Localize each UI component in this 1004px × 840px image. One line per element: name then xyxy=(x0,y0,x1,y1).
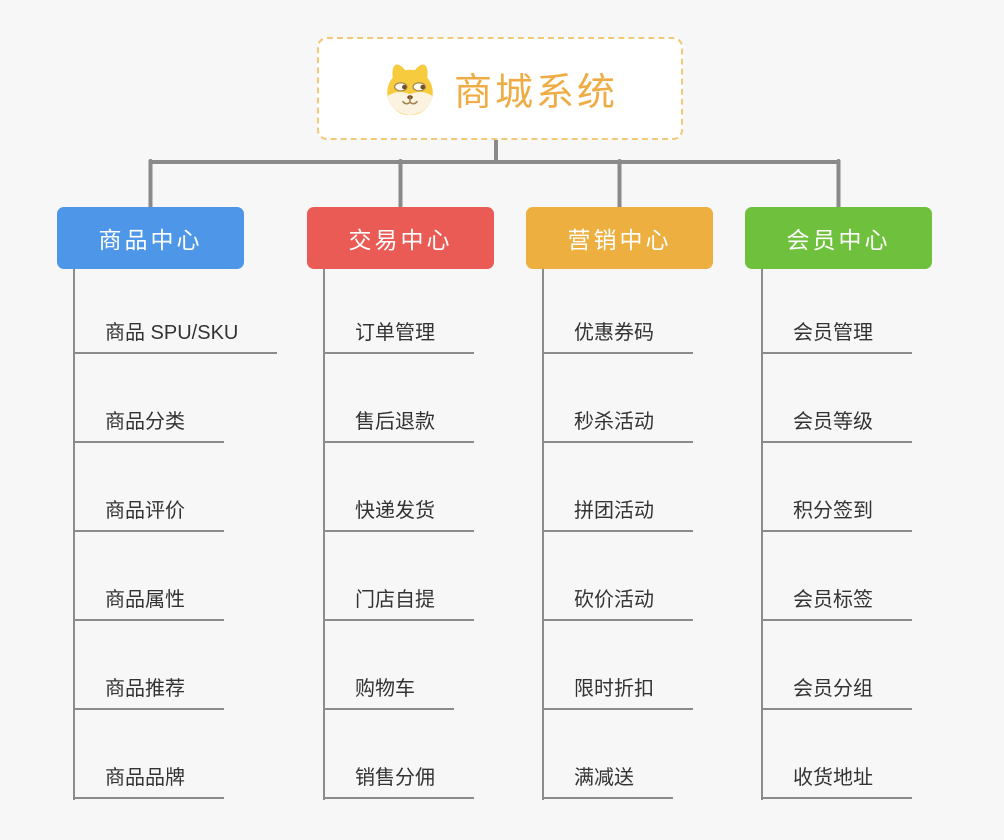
branch-items: 优惠券码秒杀活动拼团活动砍价活动限时折扣满减送 xyxy=(542,265,693,799)
leaf-node[interactable]: 满减送 xyxy=(542,710,673,799)
leaf-node[interactable]: 商品 SPU/SKU xyxy=(73,265,278,354)
leaf-node[interactable]: 售后退款 xyxy=(323,354,474,443)
leaf-node[interactable]: 商品品牌 xyxy=(73,710,224,799)
branch-node-3[interactable]: 营销中心 xyxy=(526,207,713,269)
branch-items: 订单管理售后退款快递发货门店自提购物车销售分佣 xyxy=(323,265,474,799)
leaf-node[interactable]: 会员标签 xyxy=(761,532,912,621)
leaf-node[interactable]: 门店自提 xyxy=(323,532,474,621)
branch-items: 会员管理会员等级积分签到会员标签会员分组收货地址 xyxy=(761,265,912,799)
leaf-node[interactable]: 会员管理 xyxy=(761,265,912,354)
leaf-node[interactable]: 秒杀活动 xyxy=(542,354,693,443)
root-node[interactable]: 商城系统 xyxy=(317,37,683,140)
leaf-node[interactable]: 拼团活动 xyxy=(542,443,693,532)
doge-icon xyxy=(387,64,433,115)
leaf-node[interactable]: 商品属性 xyxy=(73,532,224,621)
leaf-node[interactable]: 销售分佣 xyxy=(323,710,474,799)
branch-spine-line xyxy=(73,269,75,800)
branch-spine-line xyxy=(323,269,325,800)
leaf-node[interactable]: 商品推荐 xyxy=(73,621,224,710)
leaf-node[interactable]: 快递发货 xyxy=(323,443,474,532)
branch-spine-line xyxy=(761,269,763,800)
leaf-node[interactable]: 会员分组 xyxy=(761,621,912,710)
leaf-node[interactable]: 商品分类 xyxy=(73,354,224,443)
leaf-node[interactable]: 积分签到 xyxy=(761,443,912,532)
leaf-node[interactable]: 订单管理 xyxy=(323,265,474,354)
leaf-node[interactable]: 收货地址 xyxy=(761,710,912,799)
leaf-node[interactable]: 商品评价 xyxy=(73,443,224,532)
branch-node-2[interactable]: 交易中心 xyxy=(307,207,494,269)
branch-spine-line xyxy=(542,269,544,800)
leaf-node[interactable]: 会员等级 xyxy=(761,354,912,443)
leaf-node[interactable]: 优惠券码 xyxy=(542,265,693,354)
branch-node-1[interactable]: 商品中心 xyxy=(57,207,244,269)
leaf-node[interactable]: 砍价活动 xyxy=(542,532,693,621)
branch-node-4[interactable]: 会员中心 xyxy=(745,207,932,269)
root-title: 商城系统 xyxy=(453,72,618,114)
leaf-node[interactable]: 限时折扣 xyxy=(542,621,693,710)
leaf-node[interactable]: 购物车 xyxy=(323,621,454,710)
